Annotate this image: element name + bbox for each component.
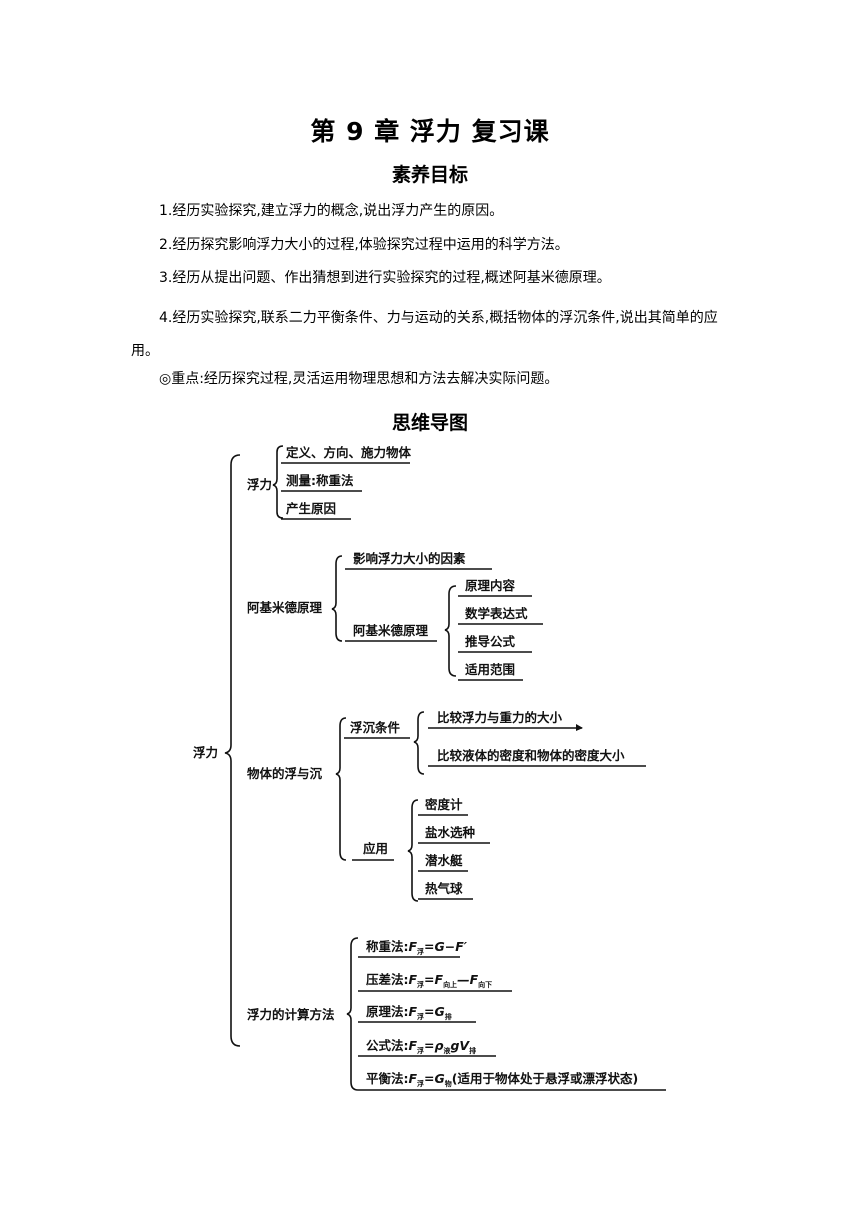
arrow-icon [576,724,583,731]
app-seed-selection: 盐水选种 [425,825,475,840]
branch-archimedes-brace [331,555,343,642]
root-brace [224,454,241,1047]
archimedes-expression: 数学表达式 [464,606,528,621]
branch-sink-float-label: 物体的浮与沉 [247,766,323,781]
branch-calc-brace [346,937,359,1091]
objectives-heading: 素养目标 [391,164,468,186]
formula-principle: 原理法:F浮=G排 [366,1004,452,1021]
formula-balance: 平衡法:F浮=G物(适用于物体处于悬浮或漂浮状态) [366,1071,638,1088]
cond-compare-force: 比较浮力与重力的大小 [437,710,563,725]
app-hydrometer: 密度计 [424,797,463,812]
formula-formula: 公式法:F浮=ρ液gV排 [366,1038,476,1055]
formula-pressure-diff: 压差法:F浮=F向上—F向下 [366,972,492,989]
branch-sink-float-brace [335,717,347,861]
app-brace [407,799,419,902]
mindmap-heading: 思维导图 [391,412,468,434]
app-submarine: 潜水艇 [425,853,463,868]
formula-weighing: 称重法:F浮=G−F′ [366,939,468,956]
archimedes-sub-label: 阿基米德原理 [353,623,429,638]
archimedes-derivation: 推导公式 [465,634,516,649]
fuli-item-definition: 定义、方向、施力物体 [285,445,412,460]
archimedes-scope: 适用范围 [465,662,515,677]
archimedes-content: 原理内容 [465,578,516,593]
branch-calc-label: 浮力的计算方法 [247,1007,335,1022]
archimedes-factor: 影响浮力大小的因素 [353,551,466,566]
archimedes-sub-brace [444,585,457,677]
objective-1: 1.经历实验探究,建立浮力的概念,说出浮力产生的原因。 [159,203,504,219]
root-label: 浮力 [193,745,218,760]
app-hot-air-balloon: 热气球 [425,881,463,896]
objective-3: 3.经历从提出问题、作出猜想到进行实验探究的过程,概述阿基米德原理。 [159,270,611,286]
cond-label: 浮沉条件 [350,720,401,735]
branch-fuli-brace [272,445,284,519]
fuli-item-measure: 测量:称重法 [286,473,354,488]
branch-fuli-label: 浮力 [247,477,272,492]
key-point: ◎重点:经历探究过程,灵活运用物理思想和方法去解决实际问题。 [159,371,559,387]
cond-compare-density: 比较液体的密度和物体的密度大小 [437,748,625,763]
objective-2: 2.经历探究影响浮力大小的过程,体验探究过程中运用的科学方法。 [159,237,569,253]
cond-brace [413,711,425,775]
branch-archimedes-label: 阿基米德原理 [247,600,323,615]
page-title: 第 9 章 浮力 复习课 [310,117,550,146]
objective-4: 4.经历实验探究,联系二力平衡条件、力与运动的关系,概括物体的浮沉条件,说出其简… [131,310,718,359]
fuli-item-cause: 产生原因 [286,501,336,516]
app-label: 应用 [363,841,388,856]
